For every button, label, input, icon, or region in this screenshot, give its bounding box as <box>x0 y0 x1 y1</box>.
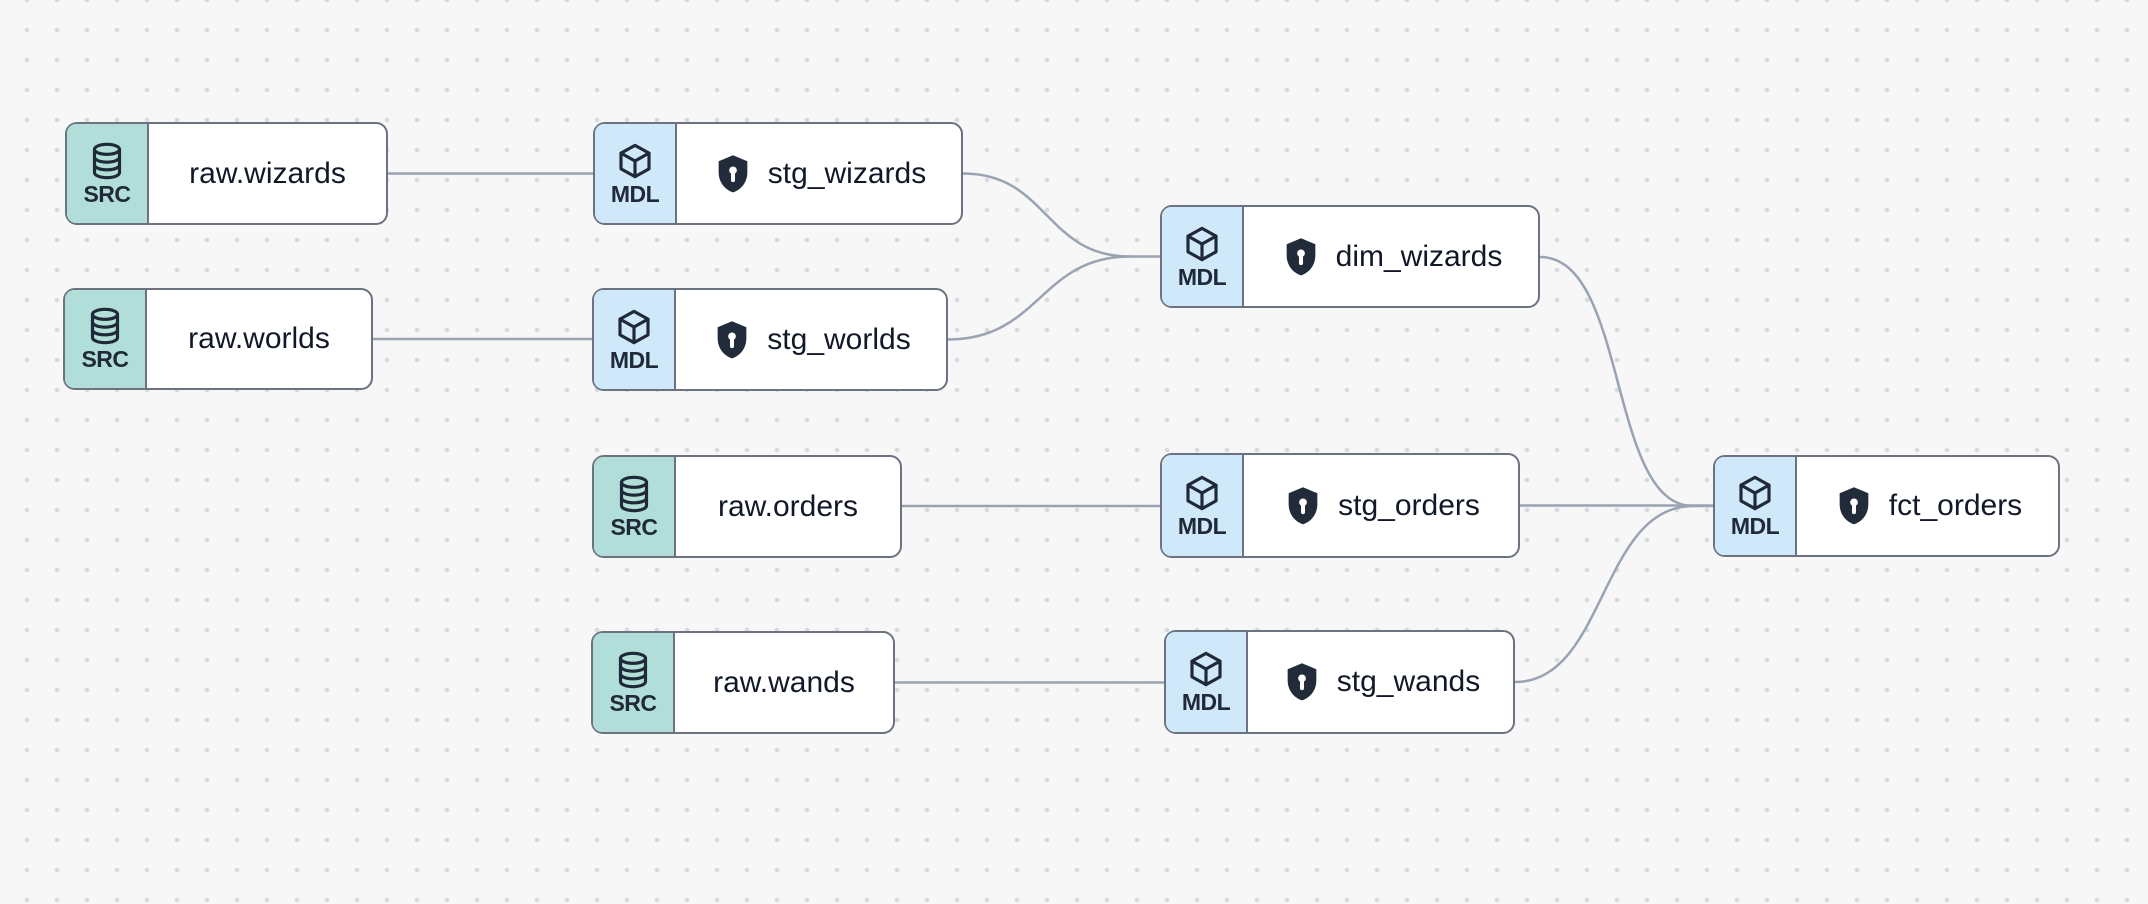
node-label: dim_wizards <box>1335 239 1503 273</box>
node-body: raw.orders <box>676 457 900 556</box>
node-body: stg_wands <box>1248 632 1513 732</box>
edge-stg-wands-fct-orders <box>1513 504 1695 684</box>
node-type-label: SRC <box>83 180 131 207</box>
cube-icon <box>615 141 655 181</box>
edge-stg-wizards-dim-wizards <box>961 172 1162 258</box>
node-type-label: MDL <box>1177 263 1227 290</box>
node-label: stg_orders <box>1338 488 1480 522</box>
node-type-badge: MDL <box>594 290 676 389</box>
shield-lock-icon <box>1833 484 1875 528</box>
cube-icon <box>614 307 654 347</box>
node-label: raw.wands <box>713 665 855 699</box>
node-stg-wands[interactable]: MDL stg_wands <box>1164 630 1515 734</box>
shield-lock-icon <box>1282 484 1324 528</box>
node-label: raw.wizards <box>189 156 346 190</box>
node-type-badge: MDL <box>1715 457 1797 555</box>
node-stg-orders[interactable]: MDL stg_orders <box>1160 453 1520 558</box>
node-body: raw.wands <box>675 633 893 732</box>
node-type-badge: SRC <box>65 290 147 388</box>
node-type-label: SRC <box>609 689 657 716</box>
node-body: fct_orders <box>1797 457 2058 555</box>
database-icon <box>614 474 654 514</box>
node-dim-wizards[interactable]: MDL dim_wizards <box>1160 205 1540 308</box>
node-type-label: MDL <box>1730 513 1780 540</box>
node-label: raw.worlds <box>188 322 330 355</box>
node-label: stg_wands <box>1336 665 1481 698</box>
node-body: stg_wizards <box>677 124 961 223</box>
shield-lock-icon <box>1280 235 1322 279</box>
node-type-badge: SRC <box>67 124 149 223</box>
edge-stg-worlds-dim-wizards <box>946 255 1132 341</box>
database-icon <box>85 306 125 346</box>
node-type-label: MDL <box>610 180 660 207</box>
node-type-badge: MDL <box>595 124 677 223</box>
node-type-badge: SRC <box>594 457 676 556</box>
cube-icon <box>1186 649 1226 689</box>
shield-lock-icon <box>712 152 754 196</box>
node-type-badge: MDL <box>1166 632 1248 732</box>
node-type-label: MDL <box>1181 689 1231 716</box>
node-label: stg_wizards <box>767 156 927 190</box>
node-fct-orders[interactable]: MDL fct_orders <box>1713 455 2060 557</box>
node-type-label: MDL <box>1177 512 1227 539</box>
node-type-badge: MDL <box>1162 207 1244 306</box>
cube-icon <box>1182 473 1222 513</box>
shield-lock-icon <box>1281 660 1323 704</box>
node-raw-worlds[interactable]: SRC raw.worlds <box>63 288 373 390</box>
database-icon <box>613 650 653 690</box>
node-type-label: SRC <box>610 513 658 540</box>
node-type-badge: SRC <box>593 633 675 732</box>
cube-icon <box>1735 473 1775 513</box>
cube-icon <box>1182 224 1222 264</box>
node-body: stg_orders <box>1244 455 1518 556</box>
node-body: raw.wizards <box>149 124 386 223</box>
node-raw-wizards[interactable]: SRC raw.wizards <box>65 122 388 225</box>
node-stg-wizards[interactable]: MDL stg_wizards <box>593 122 963 225</box>
node-type-badge: MDL <box>1162 455 1244 556</box>
node-stg-worlds[interactable]: MDL stg_worlds <box>592 288 948 391</box>
node-label: raw.orders <box>717 489 859 523</box>
node-raw-orders[interactable]: SRC raw.orders <box>592 455 902 558</box>
node-body: raw.worlds <box>147 290 371 388</box>
node-label: fct_orders <box>1888 489 2023 522</box>
edge-dim-wizards-fct-orders <box>1538 255 1715 508</box>
node-type-label: MDL <box>609 346 659 373</box>
node-raw-wands[interactable]: SRC raw.wands <box>591 631 895 734</box>
database-icon <box>87 141 127 181</box>
node-body: dim_wizards <box>1244 207 1538 306</box>
node-type-label: SRC <box>81 346 129 373</box>
shield-lock-icon <box>711 318 753 362</box>
node-body: stg_worlds <box>676 290 946 389</box>
node-label: stg_worlds <box>767 322 911 356</box>
